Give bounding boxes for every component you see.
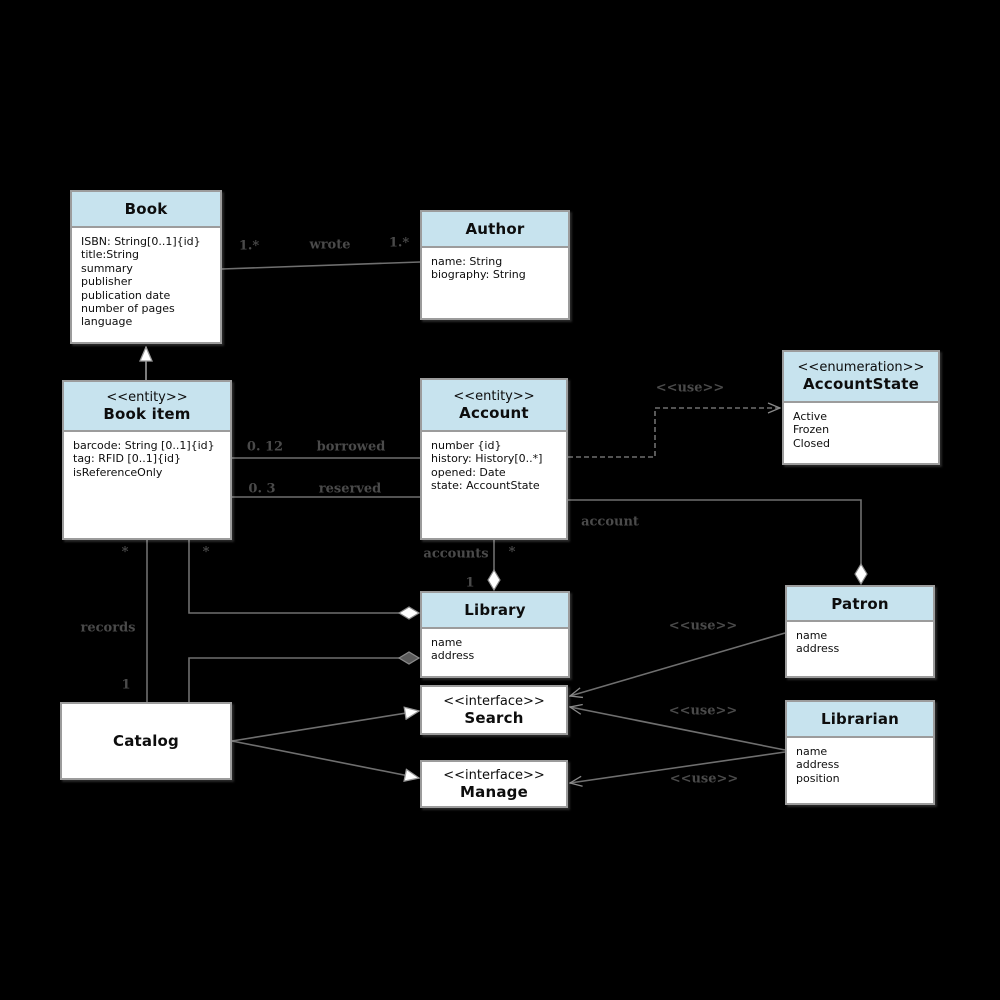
class-account-name: Account xyxy=(459,403,529,422)
edge-label-borrowed: borrowed xyxy=(316,439,386,455)
class-account-header: <<entity>> Account xyxy=(422,380,566,432)
class-account-attributes: number {id} history: History[0..*] opene… xyxy=(431,439,543,493)
interface-search[interactable]: <<interface>> Search xyxy=(420,685,568,735)
class-library-attributes: name address xyxy=(431,636,475,663)
aggregation-patron-account xyxy=(568,499,861,584)
multiplicity-library-bookitem: * xyxy=(202,544,210,560)
enumeration-accountstate-name: AccountState xyxy=(802,375,920,393)
edge-label-use-accountstate: <<use>> xyxy=(655,380,725,396)
edge-label-use-librarian-search: <<use>> xyxy=(668,703,738,719)
class-catalog[interactable]: Catalog xyxy=(60,702,232,780)
class-book-item-header: <<entity>> Book item xyxy=(64,382,230,432)
interface-manage-stereotype: <<interface>> xyxy=(443,767,545,783)
class-book-attributes: ISBN: String[0..1]{id} title:String summ… xyxy=(81,235,201,329)
aggregation-library-bookitem xyxy=(188,540,419,613)
dependency-librarian-search xyxy=(570,707,786,751)
dependency-patron-search xyxy=(570,632,786,696)
class-library-name: Library xyxy=(464,601,526,619)
enumeration-accountstate[interactable]: <<enumeration>> AccountState Active Froz… xyxy=(782,350,940,465)
class-librarian-header: Librarian xyxy=(787,702,933,738)
multiplicity-author-side: 1.* xyxy=(388,235,410,251)
class-author-header: Author xyxy=(422,212,568,248)
interface-search-stereotype: <<interface>> xyxy=(443,693,545,709)
enumeration-accountstate-header: <<enumeration>> AccountState xyxy=(784,352,938,403)
interface-manage-name: Manage xyxy=(460,782,528,801)
class-patron-name: Patron xyxy=(831,594,889,613)
class-author-name: Author xyxy=(465,220,525,238)
edge-label-reserved: reserved xyxy=(318,481,382,497)
edge-label-accounts: accounts xyxy=(423,546,489,562)
edge-label-records: records xyxy=(80,620,136,636)
multiplicity-reserved: 0. 3 xyxy=(248,481,276,497)
class-book-item-attributes: barcode: String [0..1]{id} tag: RFID [0.… xyxy=(73,439,215,479)
edge-label-use-patron-search: <<use>> xyxy=(668,618,738,634)
class-book[interactable]: Book ISBN: String[0..1]{id} title:String… xyxy=(70,190,222,344)
edge-label-wrote: wrote xyxy=(309,237,351,253)
class-book-item-stereotype: <<entity>> xyxy=(106,389,188,405)
edge-label-account: account xyxy=(581,514,639,530)
dependency-librarian-manage xyxy=(570,751,786,783)
class-book-item[interactable]: <<entity>> Book item barcode: String [0.… xyxy=(62,380,232,540)
realization-catalog-manage xyxy=(231,740,419,778)
class-library[interactable]: Library name address xyxy=(420,591,570,678)
multiplicity-accounts-one: 1 xyxy=(465,575,475,591)
multiplicity-borrowed: 0. 12 xyxy=(246,439,284,455)
association-book-author xyxy=(221,261,421,270)
class-librarian-name: Librarian xyxy=(820,710,900,728)
multiplicity-records-one: 1 xyxy=(121,677,131,693)
multiplicity-book-side: 1.* xyxy=(238,238,260,254)
multiplicity-records-star: * xyxy=(121,544,129,560)
realization-catalog-search xyxy=(231,711,419,742)
interface-manage[interactable]: <<interface>> Manage xyxy=(420,760,568,808)
edge-label-use-librarian-manage: <<use>> xyxy=(669,771,739,787)
class-librarian-attributes: name address position xyxy=(796,745,840,785)
class-patron-attributes: name address xyxy=(796,629,840,656)
class-patron[interactable]: Patron name address xyxy=(785,585,935,678)
class-book-name: Book xyxy=(124,200,168,218)
enumeration-accountstate-values: Active Frozen Closed xyxy=(793,410,830,450)
class-author-attributes: name: String biography: String xyxy=(431,255,526,282)
interface-search-name: Search xyxy=(464,708,524,727)
class-librarian[interactable]: Librarian name address position xyxy=(785,700,935,805)
class-book-header: Book xyxy=(72,192,220,228)
enumeration-accountstate-stereotype: <<enumeration>> xyxy=(797,360,925,375)
composition-library-catalog xyxy=(188,658,419,702)
dependency-account-accountstate xyxy=(568,408,780,458)
class-patron-header: Patron xyxy=(787,587,933,622)
class-account-stereotype: <<entity>> xyxy=(453,388,535,404)
class-library-header: Library xyxy=(422,593,568,629)
class-account[interactable]: <<entity>> Account number {id} history: … xyxy=(420,378,568,540)
multiplicity-accounts-star: * xyxy=(508,544,516,560)
class-catalog-name: Catalog xyxy=(112,732,179,750)
class-author[interactable]: Author name: String biography: String xyxy=(420,210,570,320)
class-book-item-name: Book item xyxy=(103,404,191,423)
